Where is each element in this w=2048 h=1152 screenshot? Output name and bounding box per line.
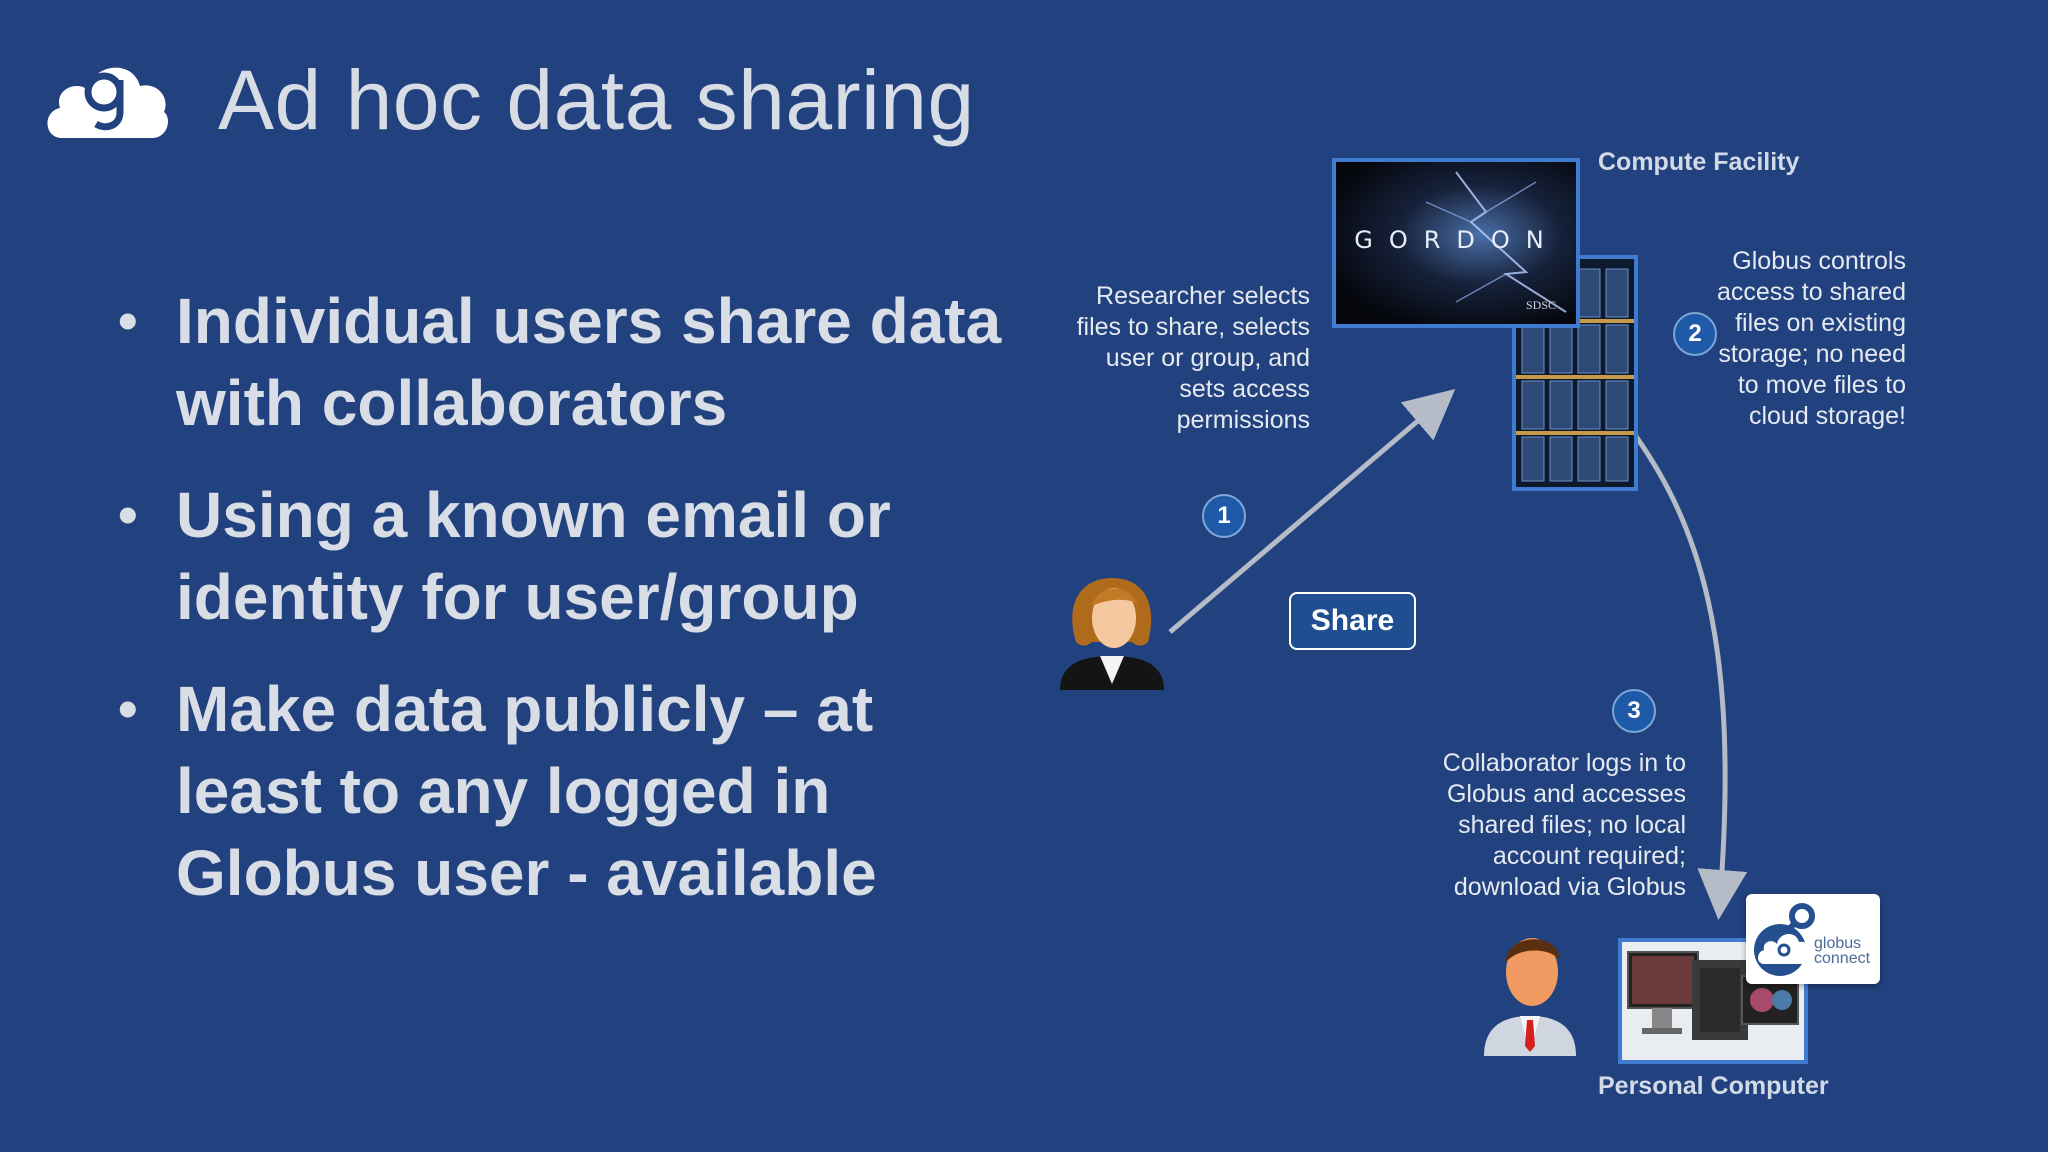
- step-1-description: Researcher selects files to share, selec…: [1030, 281, 1310, 436]
- step-1-badge: 1: [1202, 494, 1246, 538]
- step-2-badge: 2: [1673, 312, 1717, 356]
- globus-connect-icon: [1754, 903, 1815, 976]
- note-line: Collaborator logs in to: [1442, 749, 1686, 777]
- gordon-supercomputer-image: GORDON SDSC: [1332, 158, 1580, 328]
- sdsc-label: SDSC: [1526, 298, 1557, 312]
- bullet-item: • Individual users share data with collab…: [118, 280, 1018, 444]
- note-line: Globus and accesses: [1446, 780, 1686, 808]
- bullet-item: • Make data publicly – at least to any lo…: [118, 668, 1018, 914]
- bullet-list: • Individual users share data with collab…: [118, 280, 1018, 944]
- gordon-label: GORDON: [1354, 226, 1560, 254]
- note-line: to move files to: [1737, 371, 1906, 399]
- bullet-text: Using a known email or identity for user…: [176, 479, 891, 633]
- bullet-text: Make data publicly – at least to any log…: [176, 673, 877, 909]
- note-line: permissions: [1176, 406, 1310, 434]
- globus-connect-label: globus connect: [1814, 935, 1871, 967]
- bullet-text: Individual users share data with collabo…: [176, 285, 1002, 439]
- note-line: user or group, and: [1105, 344, 1310, 372]
- female-user-icon: [1060, 578, 1164, 690]
- personal-computer-image: [1618, 938, 1808, 1064]
- compute-facility-label: Compute Facility: [1598, 148, 1800, 176]
- workstation-icon: [1622, 942, 1804, 1060]
- note-line: access to shared: [1717, 278, 1906, 306]
- note-line: files to share, selects: [1076, 313, 1310, 341]
- step-2-description: Globus controls access to shared files o…: [1680, 246, 1906, 432]
- note-line: Researcher selects: [1096, 282, 1310, 310]
- slide-title: Ad hoc data sharing: [218, 53, 975, 147]
- note-line: shared files; no local: [1458, 811, 1686, 839]
- step-3-badge: 3: [1612, 689, 1656, 733]
- bullet-dot: •: [118, 677, 138, 740]
- share-button[interactable]: Share: [1289, 592, 1416, 650]
- bullet-dot: •: [118, 289, 138, 352]
- note-line: sets access: [1179, 375, 1310, 403]
- note-line: cloud storage!: [1748, 402, 1906, 430]
- bullet-item: • Using a known email or identity for use…: [118, 474, 1018, 638]
- personal-computer-label: Personal Computer: [1598, 1072, 1829, 1100]
- note-line: download via Globus: [1453, 873, 1686, 901]
- lightning-icon: [1425, 171, 1567, 313]
- globus-connect-badge: [1746, 894, 1880, 984]
- step-3-description: Collaborator logs in to Globus and acces…: [1386, 748, 1686, 903]
- male-user-icon: [1484, 938, 1576, 1056]
- gc-line: globus: [1814, 935, 1862, 952]
- share-arrow: [1168, 389, 1456, 634]
- note-line: files on existing: [1735, 309, 1906, 337]
- note-line: account required;: [1492, 842, 1686, 870]
- note-line: storage; no need: [1718, 340, 1906, 368]
- bullet-dot: •: [118, 483, 138, 546]
- globus-logo-icon: [47, 67, 168, 138]
- note-line: Globus controls: [1732, 247, 1906, 275]
- gc-line: connect: [1814, 950, 1871, 967]
- download-arrow: [1622, 418, 1748, 920]
